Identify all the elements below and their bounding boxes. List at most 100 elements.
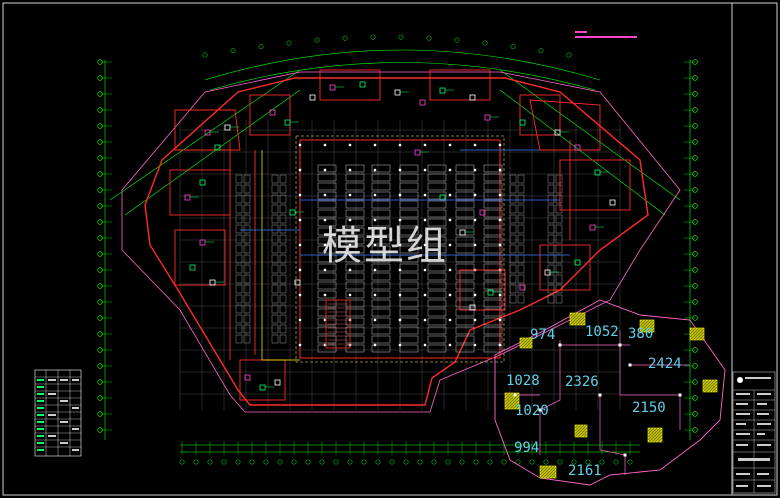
parking-stall xyxy=(399,209,419,218)
structural-column xyxy=(298,243,302,247)
parking-stall xyxy=(279,324,287,334)
parking-stall xyxy=(271,244,279,254)
equipment-fixture xyxy=(204,129,211,136)
grid-bubble xyxy=(445,459,451,465)
parking-stall xyxy=(345,263,365,272)
equipment-fixture xyxy=(487,289,494,296)
structural-column xyxy=(498,343,502,347)
parking-stall xyxy=(317,290,337,299)
parking-stall xyxy=(483,245,503,254)
structural-column xyxy=(298,343,302,347)
grid-bubble xyxy=(557,459,563,465)
structural-column xyxy=(398,268,402,272)
hatch-line xyxy=(695,331,705,341)
parking-stall xyxy=(317,227,337,236)
parking-stall xyxy=(279,334,287,344)
parking-stall xyxy=(547,214,555,224)
parking-stall xyxy=(243,244,251,254)
hatch-line xyxy=(504,392,509,397)
grid-bubble xyxy=(473,459,479,465)
parking-stall xyxy=(483,164,503,173)
parking-stall xyxy=(345,218,365,227)
annex-equipment-hatches xyxy=(504,312,718,479)
parking-stall xyxy=(399,254,419,263)
parking-stall xyxy=(509,294,517,304)
structural-column xyxy=(348,268,352,272)
parking-stall xyxy=(235,174,243,184)
equipment-fixture xyxy=(519,119,526,126)
grid-bubble xyxy=(431,459,437,465)
hatch-line xyxy=(639,319,644,324)
parking-stall xyxy=(345,281,365,290)
grid-bubble xyxy=(515,459,521,465)
grid-bubble xyxy=(314,37,320,43)
parking-stall xyxy=(279,264,287,274)
structural-column xyxy=(373,243,377,247)
structural-column xyxy=(423,293,427,297)
equipment-fixture xyxy=(609,199,616,206)
parking-stall xyxy=(547,174,555,184)
structural-column xyxy=(348,193,352,197)
parking-stall xyxy=(547,274,555,284)
hatch-line xyxy=(554,476,557,479)
ramp-stair xyxy=(325,299,351,349)
structural-column xyxy=(423,268,427,272)
parking-stall xyxy=(271,174,279,184)
structural-column xyxy=(448,293,452,297)
parking-stall xyxy=(271,294,279,304)
parking-stall xyxy=(345,164,365,173)
parking-stall xyxy=(271,194,279,204)
parking-stall xyxy=(371,317,391,326)
parking-stall xyxy=(345,335,365,344)
grid-bubble xyxy=(571,459,577,465)
hatch-line xyxy=(714,389,718,393)
equipment-fixture xyxy=(479,209,486,216)
parking-stall xyxy=(271,324,279,334)
parking-stall xyxy=(517,234,525,244)
hatch-line xyxy=(647,427,661,441)
equipment-fixture xyxy=(574,144,581,151)
parking-stall xyxy=(235,264,243,274)
equipment-fixture xyxy=(414,149,421,156)
parking-stall xyxy=(279,304,287,314)
parking-stall xyxy=(427,236,447,245)
structural-column xyxy=(298,268,302,272)
area-label: 2150 xyxy=(632,400,666,416)
grid-bubble xyxy=(501,459,507,465)
structural-column xyxy=(473,318,477,322)
parking-stall xyxy=(345,299,365,308)
parking-stall xyxy=(555,284,563,294)
parking-stall xyxy=(235,324,243,334)
parking-stall xyxy=(243,234,251,244)
hatch-line xyxy=(569,312,580,323)
grid-bubble xyxy=(510,44,516,50)
equipment-fixture xyxy=(199,179,206,186)
equipment-fixture xyxy=(394,89,401,96)
hatch-line xyxy=(701,337,705,341)
structural-column xyxy=(298,218,302,222)
parking-stall xyxy=(235,234,243,244)
parking-stall xyxy=(455,173,475,182)
structural-column xyxy=(498,318,502,322)
parking-stall xyxy=(271,214,279,224)
equipment-fixture xyxy=(419,99,426,106)
hatch-line xyxy=(651,431,663,443)
parking-stall xyxy=(271,304,279,314)
parking-stall xyxy=(517,284,525,294)
grid-bubble xyxy=(613,459,619,465)
parking-stall xyxy=(455,272,475,281)
area-label: 1052 xyxy=(585,324,619,340)
parking-stall xyxy=(345,209,365,218)
grid-bubble xyxy=(291,459,297,465)
parking-stall xyxy=(483,308,503,317)
structural-column xyxy=(373,293,377,297)
structural-column xyxy=(423,318,427,322)
annex-column xyxy=(513,393,517,397)
parking-perimeter xyxy=(299,139,501,359)
parking-stall xyxy=(399,317,419,326)
annex-column xyxy=(618,343,622,347)
parking-stall xyxy=(243,324,251,334)
parking-stall xyxy=(427,173,447,182)
grid-bubble xyxy=(403,459,409,465)
